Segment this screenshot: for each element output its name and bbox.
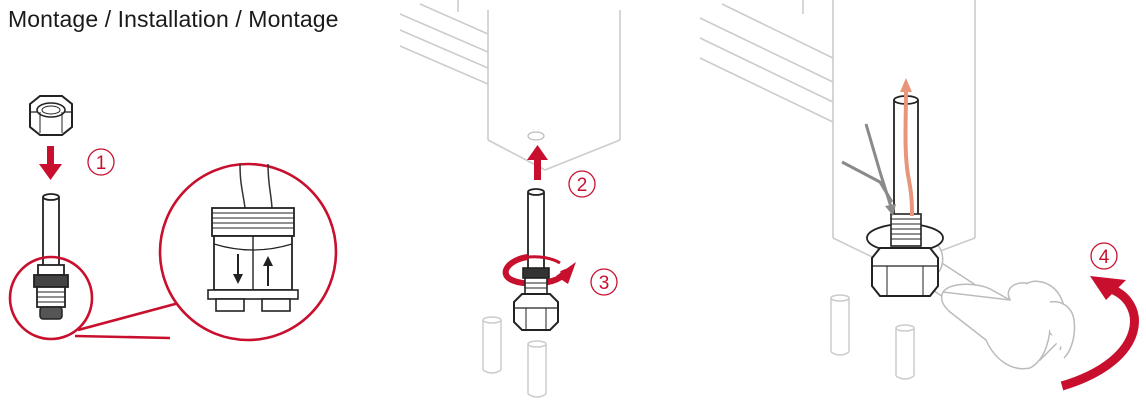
rotate-arrow-icon <box>502 254 576 287</box>
hex-nut-icon <box>513 293 559 331</box>
step-2-label: 2 <box>568 170 596 198</box>
up-arrow-icon <box>263 256 273 286</box>
hex-nut-icon <box>29 95 73 136</box>
magnifier-callout-icon <box>8 162 338 342</box>
sensor-tube <box>42 193 60 265</box>
fitting <box>890 213 922 247</box>
step-1-figure: 1 <box>8 95 338 342</box>
step-3-number: 3 <box>599 273 610 294</box>
down-arrow-icon <box>39 146 62 180</box>
step-2-number: 2 <box>577 175 588 196</box>
device-housing <box>399 0 621 171</box>
sensor-tube <box>527 188 545 268</box>
step-4-figure: 4 <box>699 0 1139 391</box>
step-3-label: 3 <box>590 268 618 296</box>
fitting <box>522 267 550 295</box>
up-arrow-icon <box>527 145 548 180</box>
down-arrow-icon <box>233 254 243 284</box>
step-4-number: 4 <box>1099 247 1110 268</box>
fitting <box>33 264 69 320</box>
device-housing <box>699 0 976 269</box>
step-2-3-figure: 2 3 <box>399 0 621 398</box>
step-1-number: 1 <box>96 153 107 174</box>
copper-wire <box>900 78 914 217</box>
pipe <box>830 294 915 380</box>
step-1-label: 1 <box>87 148 115 176</box>
rotate-arrow-icon <box>1060 276 1139 391</box>
step-4-label: 4 <box>1090 242 1118 270</box>
grey-wire <box>841 123 894 211</box>
pipe <box>482 316 547 398</box>
page-title: Montage / Installation / Montage <box>8 6 339 32</box>
hand-icon <box>940 280 1076 370</box>
